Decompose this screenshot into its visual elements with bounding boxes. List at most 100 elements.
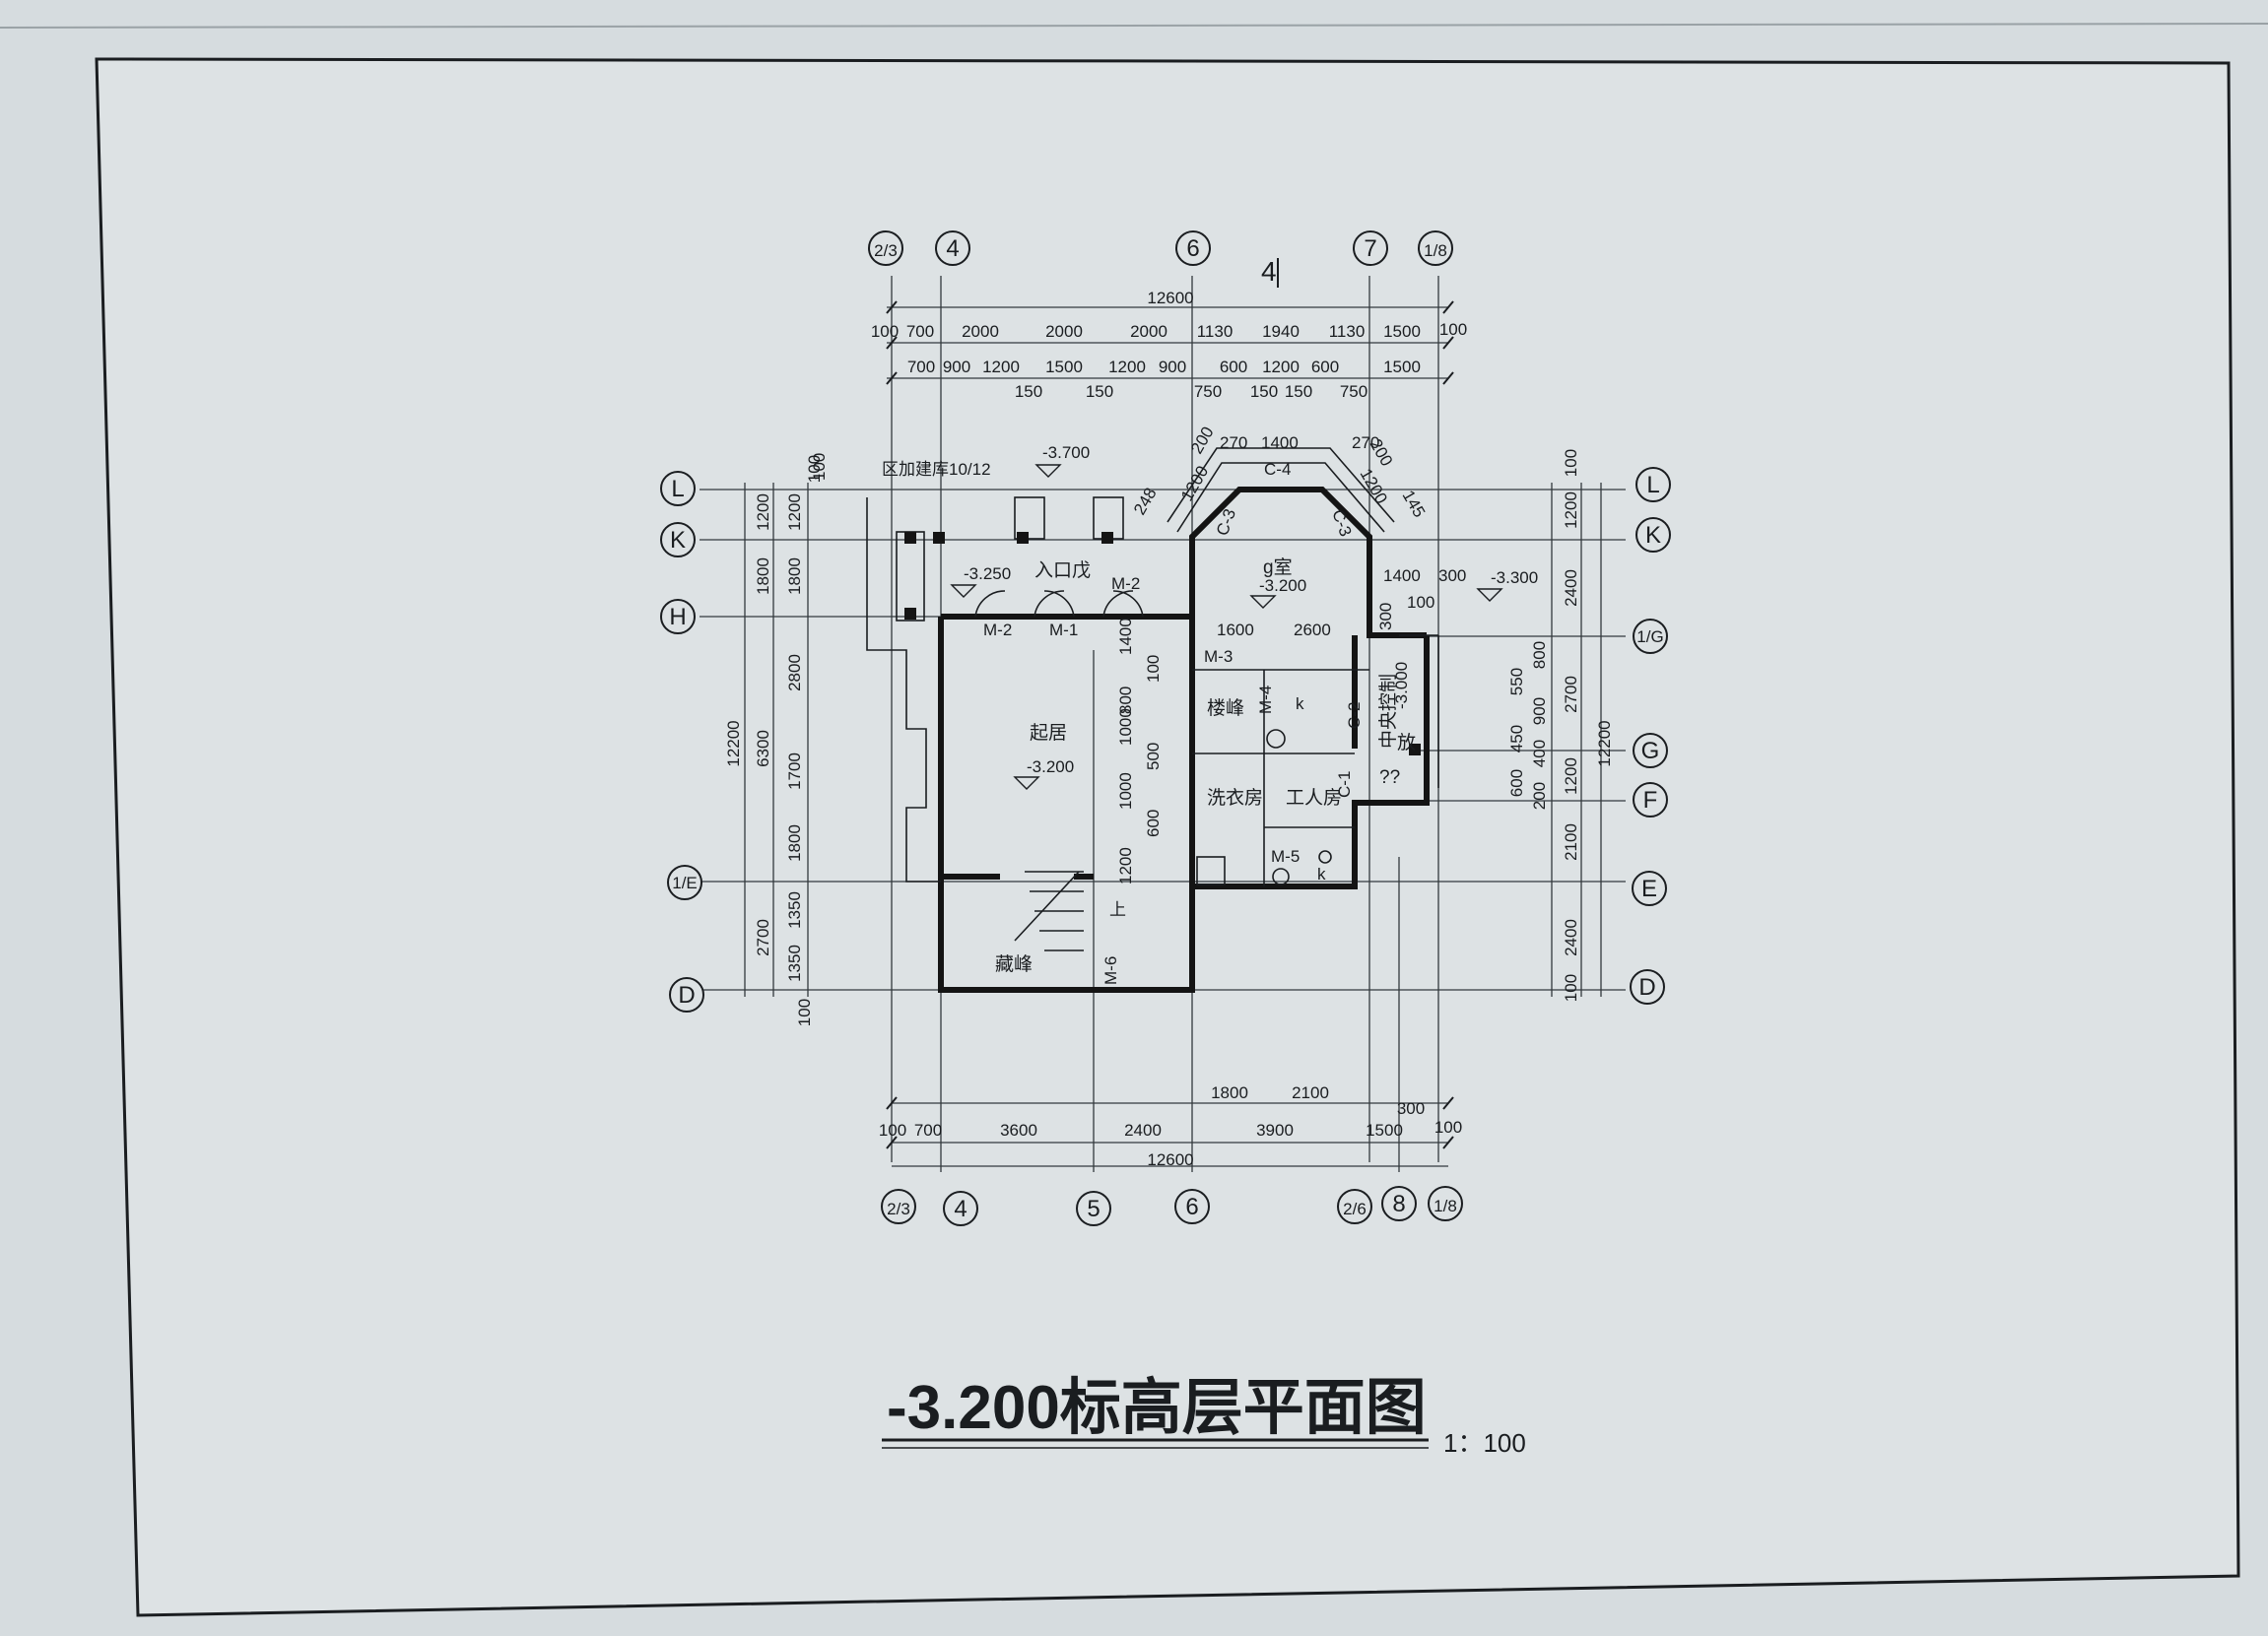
columns	[904, 532, 1421, 755]
svg-text:550: 550	[1507, 668, 1526, 695]
axis-right-3: 1/G	[1636, 627, 1663, 646]
axis-bottom-6: 8	[1392, 1191, 1405, 1217]
axis-right-1: L	[1646, 472, 1659, 498]
tag-m4: M-4	[1256, 686, 1275, 714]
tag-m5: M-5	[1271, 847, 1300, 866]
axis-left-4: 1/E	[672, 874, 698, 892]
svg-text:6300: 6300	[754, 730, 772, 767]
svg-text:100: 100	[1407, 593, 1434, 612]
svg-text:100: 100	[1434, 1118, 1462, 1137]
dim-bottom-total: 12600	[1147, 1150, 1193, 1169]
svg-text:1800: 1800	[754, 557, 772, 595]
svg-text:100: 100	[1562, 974, 1580, 1002]
svg-text:2800: 2800	[785, 654, 804, 691]
svg-text:600: 600	[1144, 810, 1163, 837]
svg-text:300: 300	[1438, 566, 1466, 585]
axis-bottom-4: 6	[1185, 1194, 1198, 1220]
svg-text:100: 100	[871, 322, 899, 341]
svg-text:1350: 1350	[785, 945, 804, 982]
room-entry: 入口戊	[1034, 559, 1091, 581]
svg-text:2700: 2700	[754, 919, 772, 956]
room-control: 中央控制	[1377, 674, 1399, 749]
axis-right-2: K	[1645, 522, 1661, 549]
svg-text:2400: 2400	[1562, 569, 1580, 607]
svg-text:150: 150	[1285, 382, 1312, 401]
note-up: 上	[1109, 900, 1126, 919]
axis-bottom-3: 5	[1087, 1196, 1100, 1222]
drawing-title: -3.200标高层平面图	[887, 1374, 1427, 1442]
drawing-scale: 1：100	[1443, 1428, 1526, 1458]
axis-bottom-2: 4	[954, 1196, 967, 1222]
axis-right-5: F	[1643, 787, 1658, 814]
axis-right-6: E	[1641, 876, 1657, 902]
svg-text:100: 100	[810, 453, 829, 481]
room-laundry: 洗衣房	[1207, 787, 1263, 809]
svg-text:700: 700	[906, 322, 934, 341]
tag-c4: C-4	[1264, 460, 1291, 479]
svg-text:270: 270	[1352, 433, 1379, 452]
svg-text:600: 600	[1220, 358, 1247, 376]
elevation-entry: -3.250	[964, 564, 1011, 583]
svg-text:700: 700	[907, 358, 935, 376]
svg-text:100: 100	[879, 1121, 906, 1140]
svg-text:1500: 1500	[1045, 358, 1083, 376]
svg-text:2700: 2700	[1562, 676, 1580, 713]
room-labels: 起居 g室 入口戊 楼峰 洗衣房 工人房 藏峰 中央控制 放 ??	[995, 556, 1416, 975]
svg-text:1200: 1200	[982, 358, 1020, 376]
svg-text:300: 300	[1376, 603, 1395, 630]
tag-k2: k	[1317, 865, 1326, 883]
svg-text:1350: 1350	[785, 891, 804, 929]
bottom-dimensions: 1800 2100 100 700 3600 2400 3900 1500 30…	[879, 1083, 1462, 1169]
walls	[938, 487, 1430, 993]
axis-left-5: D	[678, 982, 695, 1009]
axis-right-7: D	[1638, 974, 1655, 1001]
axis-left-2: K	[670, 527, 686, 554]
room-worker: 工人房	[1286, 787, 1342, 809]
svg-text:3600: 3600	[1000, 1121, 1037, 1140]
room-fang: 放	[1397, 732, 1416, 753]
tag-m3: M-3	[1204, 647, 1233, 666]
sheet-edge	[0, 23, 2268, 29]
svg-text:150: 150	[1086, 382, 1113, 401]
axis-left-1: L	[671, 476, 684, 502]
axis-top-4: 7	[1364, 235, 1376, 262]
tag-k1: k	[1296, 694, 1304, 713]
dimension-ticks	[886, 300, 1454, 1149]
elevation-room: -3.200	[1259, 576, 1306, 595]
section-mark: 4	[1261, 256, 1277, 287]
svg-text:100: 100	[805, 455, 824, 483]
svg-text:2400: 2400	[1124, 1121, 1162, 1140]
svg-text:1000: 1000	[1116, 772, 1135, 810]
svg-text:500: 500	[1144, 743, 1163, 770]
svg-text:270: 270	[1220, 433, 1247, 452]
svg-text:1400: 1400	[1261, 433, 1299, 452]
svg-text:700: 700	[914, 1121, 942, 1140]
drawing-frame	[95, 57, 2240, 1617]
elevations: -3.700 -3.250 -3.200 -3.200 -3.300 -3.00…	[950, 443, 1538, 790]
top-dimensions: 12600 100 700 2000 2000 2000 1130 1940 1…	[871, 289, 1467, 401]
svg-text:750: 750	[1340, 382, 1367, 401]
svg-text:600: 600	[1507, 769, 1526, 797]
elevation-living: -3.200	[1027, 757, 1074, 776]
left-dimensions: 12200 1200 1800 6300 2700 100 1200 1800 …	[724, 455, 824, 1026]
svg-text:900: 900	[1159, 358, 1186, 376]
tag-m2a: M-2	[983, 621, 1012, 639]
svg-text:300: 300	[1397, 1099, 1425, 1118]
axis-top-2: 4	[946, 235, 959, 262]
svg-text:1200: 1200	[1108, 358, 1146, 376]
room-unknown: ??	[1379, 767, 1400, 788]
svg-text:2000: 2000	[1045, 322, 1083, 341]
svg-text:12200: 12200	[1595, 720, 1614, 766]
axis-top-5: 1/8	[1424, 241, 1447, 260]
svg-text:100: 100	[1439, 320, 1467, 339]
svg-text:1200: 1200	[1116, 847, 1135, 884]
axis-top-3: 6	[1186, 235, 1199, 262]
svg-text:150: 150	[1250, 382, 1278, 401]
elevation-entry-step: -3.700	[1042, 443, 1090, 462]
svg-text:1500: 1500	[1383, 358, 1421, 376]
svg-text:100: 100	[1144, 655, 1163, 683]
tag-m6: M-6	[1101, 956, 1120, 985]
svg-text:1000: 1000	[1116, 708, 1135, 746]
svg-text:1940: 1940	[1262, 322, 1300, 341]
svg-text:1200: 1200	[785, 493, 804, 531]
